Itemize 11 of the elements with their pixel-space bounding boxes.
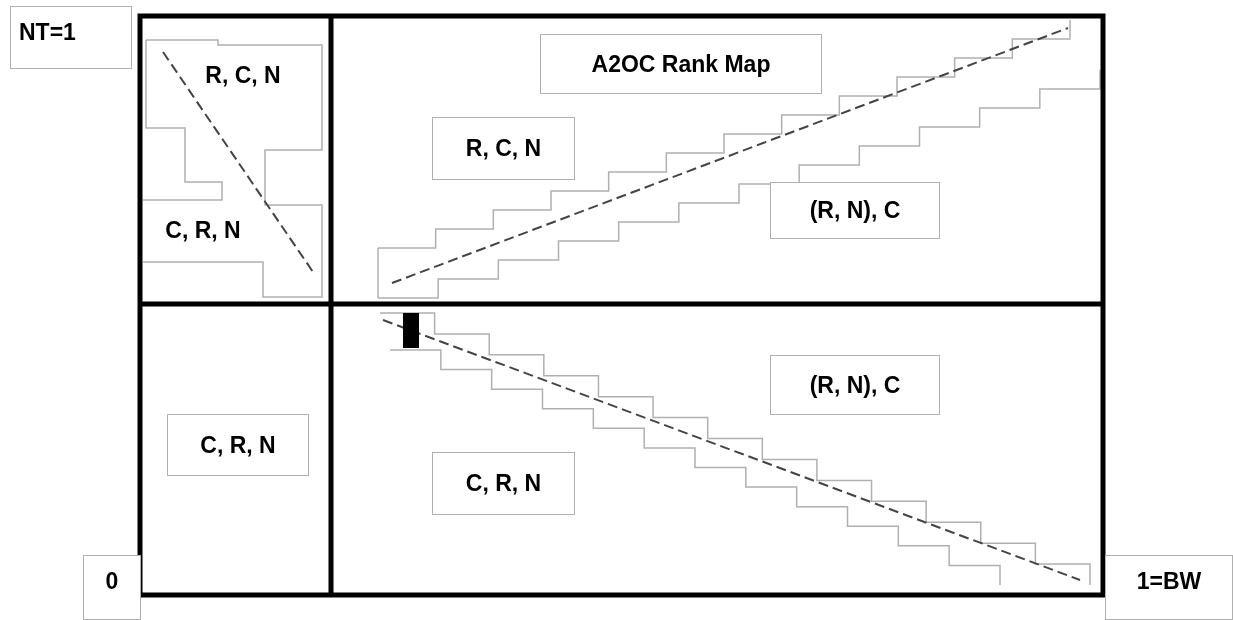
region-label: R, C, N [432,117,575,180]
region-label: R, C, N [183,50,303,100]
region-label: A2OC Rank Map [540,34,822,94]
region-label: C, R, N [167,414,309,476]
region-label: C, R, N [140,205,266,255]
region-label: C, R, N [432,452,575,515]
region-label: 1=BW [1105,555,1233,620]
region-label: NT=1 [10,6,132,69]
region-label: (R, N), C [770,182,940,239]
region-label: (R, N), C [770,355,940,415]
region-label: 0 [83,555,141,620]
